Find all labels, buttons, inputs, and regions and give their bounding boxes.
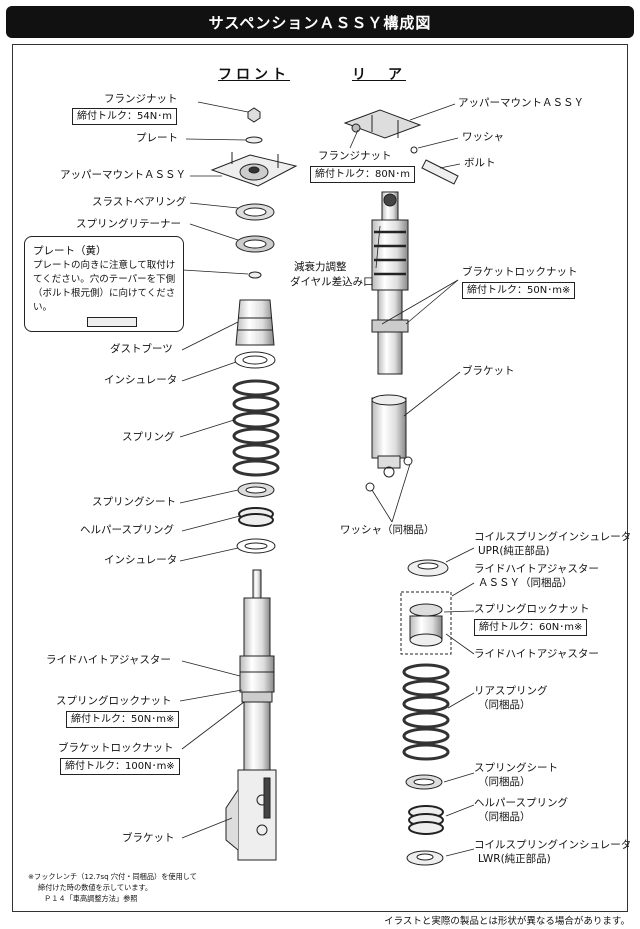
front-insulator-upper-part (234, 351, 276, 369)
rear-damping-dial-label: ダイヤル差込み口 (290, 276, 374, 288)
rear-bracket-part (371, 397, 407, 459)
rear-washer-included-part (365, 482, 375, 492)
rear-washer-included-label: ワッシャ（同梱品） (340, 524, 435, 536)
rear-ride-height-assy-sub: ＡＳＳＹ（同梱品） (478, 577, 573, 589)
front-flange-nut-part (247, 107, 261, 123)
front-plate-part (245, 136, 263, 144)
page-title: サスペンションＡＳＳＹ構成図 (6, 6, 634, 38)
rear-bracket-lock-nut-part (371, 319, 409, 333)
footnote-line-2: 締付けた時の数値を示しています。 (38, 883, 153, 892)
rear-helper-spring-part (408, 805, 444, 835)
rear-washer-part (410, 146, 418, 154)
front-spring-label: スプリング (122, 431, 175, 443)
rear-washer-label: ワッシャ (462, 131, 504, 143)
rear-flange-nut-torque: 締付トルク：80N･m (310, 166, 415, 183)
front-dust-boot-part (235, 299, 275, 346)
rear-coil-insulator-upr-sub: UPR(純正部品) (478, 545, 550, 557)
rear-coil-insulator-lwr-label: コイルスプリングインシュレータ (474, 839, 632, 851)
rear-bracket-label: ブラケット (462, 365, 515, 377)
rear-coil-insulator-upr-label: コイルスプリングインシュレータ (474, 531, 632, 543)
plate-note-body: プレートの向きに注意して取付けてください。穴のテーパーを下側（ボルト根元側）に向… (33, 260, 176, 313)
rear-ride-height-adjuster-label: ライドハイトアジャスター (474, 648, 599, 660)
front-main-spring-part (232, 379, 280, 477)
front-bracket-label: ブラケット (122, 832, 175, 844)
rear-helper-spring-label: ヘルパースプリング (474, 797, 568, 809)
front-insulator-lower-part (236, 538, 276, 554)
rear-spring-sub: （同梱品） (478, 699, 531, 711)
front-bracket-lock-nut-torque: 締付トルク：100N･m※ (60, 758, 180, 775)
rear-upper-mount-label: アッパーマウントＡＳＳＹ (458, 97, 584, 109)
diagram-frame (12, 44, 628, 912)
front-ride-height-adjuster-label: ライドハイトアジャスター (46, 654, 171, 666)
rear-bracket-lock-nut-label: ブラケットロックナット (462, 266, 578, 278)
front-flange-nut-label: フランジナット (104, 93, 178, 105)
rear-coil-insulator-lwr-sub: LWR(純正部品) (478, 853, 551, 865)
front-spring-lock-nut-part (241, 691, 273, 703)
footnote-line-3: Ｐ１４「車高調整方法」参照 (44, 894, 138, 903)
front-bracket-lock-nut-label: ブラケットロックナット (58, 742, 174, 754)
front-spring-retainer-label: スプリングリテーナー (76, 218, 181, 230)
rear-spring-lock-nut-label: スプリングロックナット (474, 603, 590, 615)
footnote-line-1: ※フックレンチ（12.7sq 穴付・同梱品）を使用して (28, 872, 197, 881)
front-section-title: フロント (218, 67, 290, 83)
rear-damping-adjust-label: 減衰力調整 (294, 261, 347, 273)
front-flange-nut-torque: 締付トルク：54N･m (72, 108, 177, 125)
rear-flange-nut-label: フランジナット (318, 150, 392, 162)
front-upper-mount-label: アッパーマウントＡＳＳＹ (60, 169, 186, 181)
rear-section-title: リ ア (352, 67, 406, 83)
front-plate-label: プレート (136, 132, 178, 144)
rear-spring-seat-sub: （同梱品） (478, 776, 531, 788)
front-ride-height-adjuster-part (239, 655, 275, 693)
rear-spring-part (402, 663, 450, 761)
rear-upper-mount-part (343, 109, 422, 139)
rear-spring-lock-nut-torque: 締付トルク：60N･m※ (474, 619, 588, 636)
rear-ride-height-assy-label: ライドハイトアジャスター (474, 563, 599, 575)
front-insulator-lower-label: インシュレータ (104, 554, 178, 566)
front-spring-lock-nut-torque: 締付トルク：50N･m※ (66, 711, 180, 728)
rear-spring-seat-label: スプリングシート (474, 762, 558, 774)
disclaimer: イラストと実際の製品とは形状が異なる場合があります。 (384, 916, 630, 927)
plate-note-sketch (87, 317, 137, 327)
rear-bolt-part (421, 159, 459, 185)
plate-note-title: プレート（黄） (33, 245, 107, 257)
rear-helper-spring-sub: （同梱品） (478, 811, 531, 823)
plate-note-callout: プレート（黄） プレートの向きに注意して取付けてください。穴のテーパーを下側（ボ… (24, 236, 184, 332)
front-insulator-upper-label: インシュレータ (104, 374, 178, 386)
rear-bracket-lock-nut-torque: 締付トルク：50N･m※ (462, 282, 576, 299)
front-dust-boot-label: ダストブーツ (110, 343, 173, 355)
front-piston-rod (252, 569, 262, 601)
front-helper-spring-label: ヘルパースプリング (80, 524, 174, 536)
rear-ride-height-assy-box (400, 591, 452, 655)
front-spring-lock-nut-label: スプリングロックナット (56, 695, 172, 707)
front-thrust-bearing-label: スラストベアリング (92, 196, 187, 208)
rear-bolt-label: ボルト (464, 157, 496, 169)
front-helper-spring-part (238, 507, 274, 527)
front-spring-seat-label: スプリングシート (92, 496, 176, 508)
rear-spring-label: リアスプリング (474, 685, 548, 697)
front-plate-yellow-part (248, 271, 262, 279)
